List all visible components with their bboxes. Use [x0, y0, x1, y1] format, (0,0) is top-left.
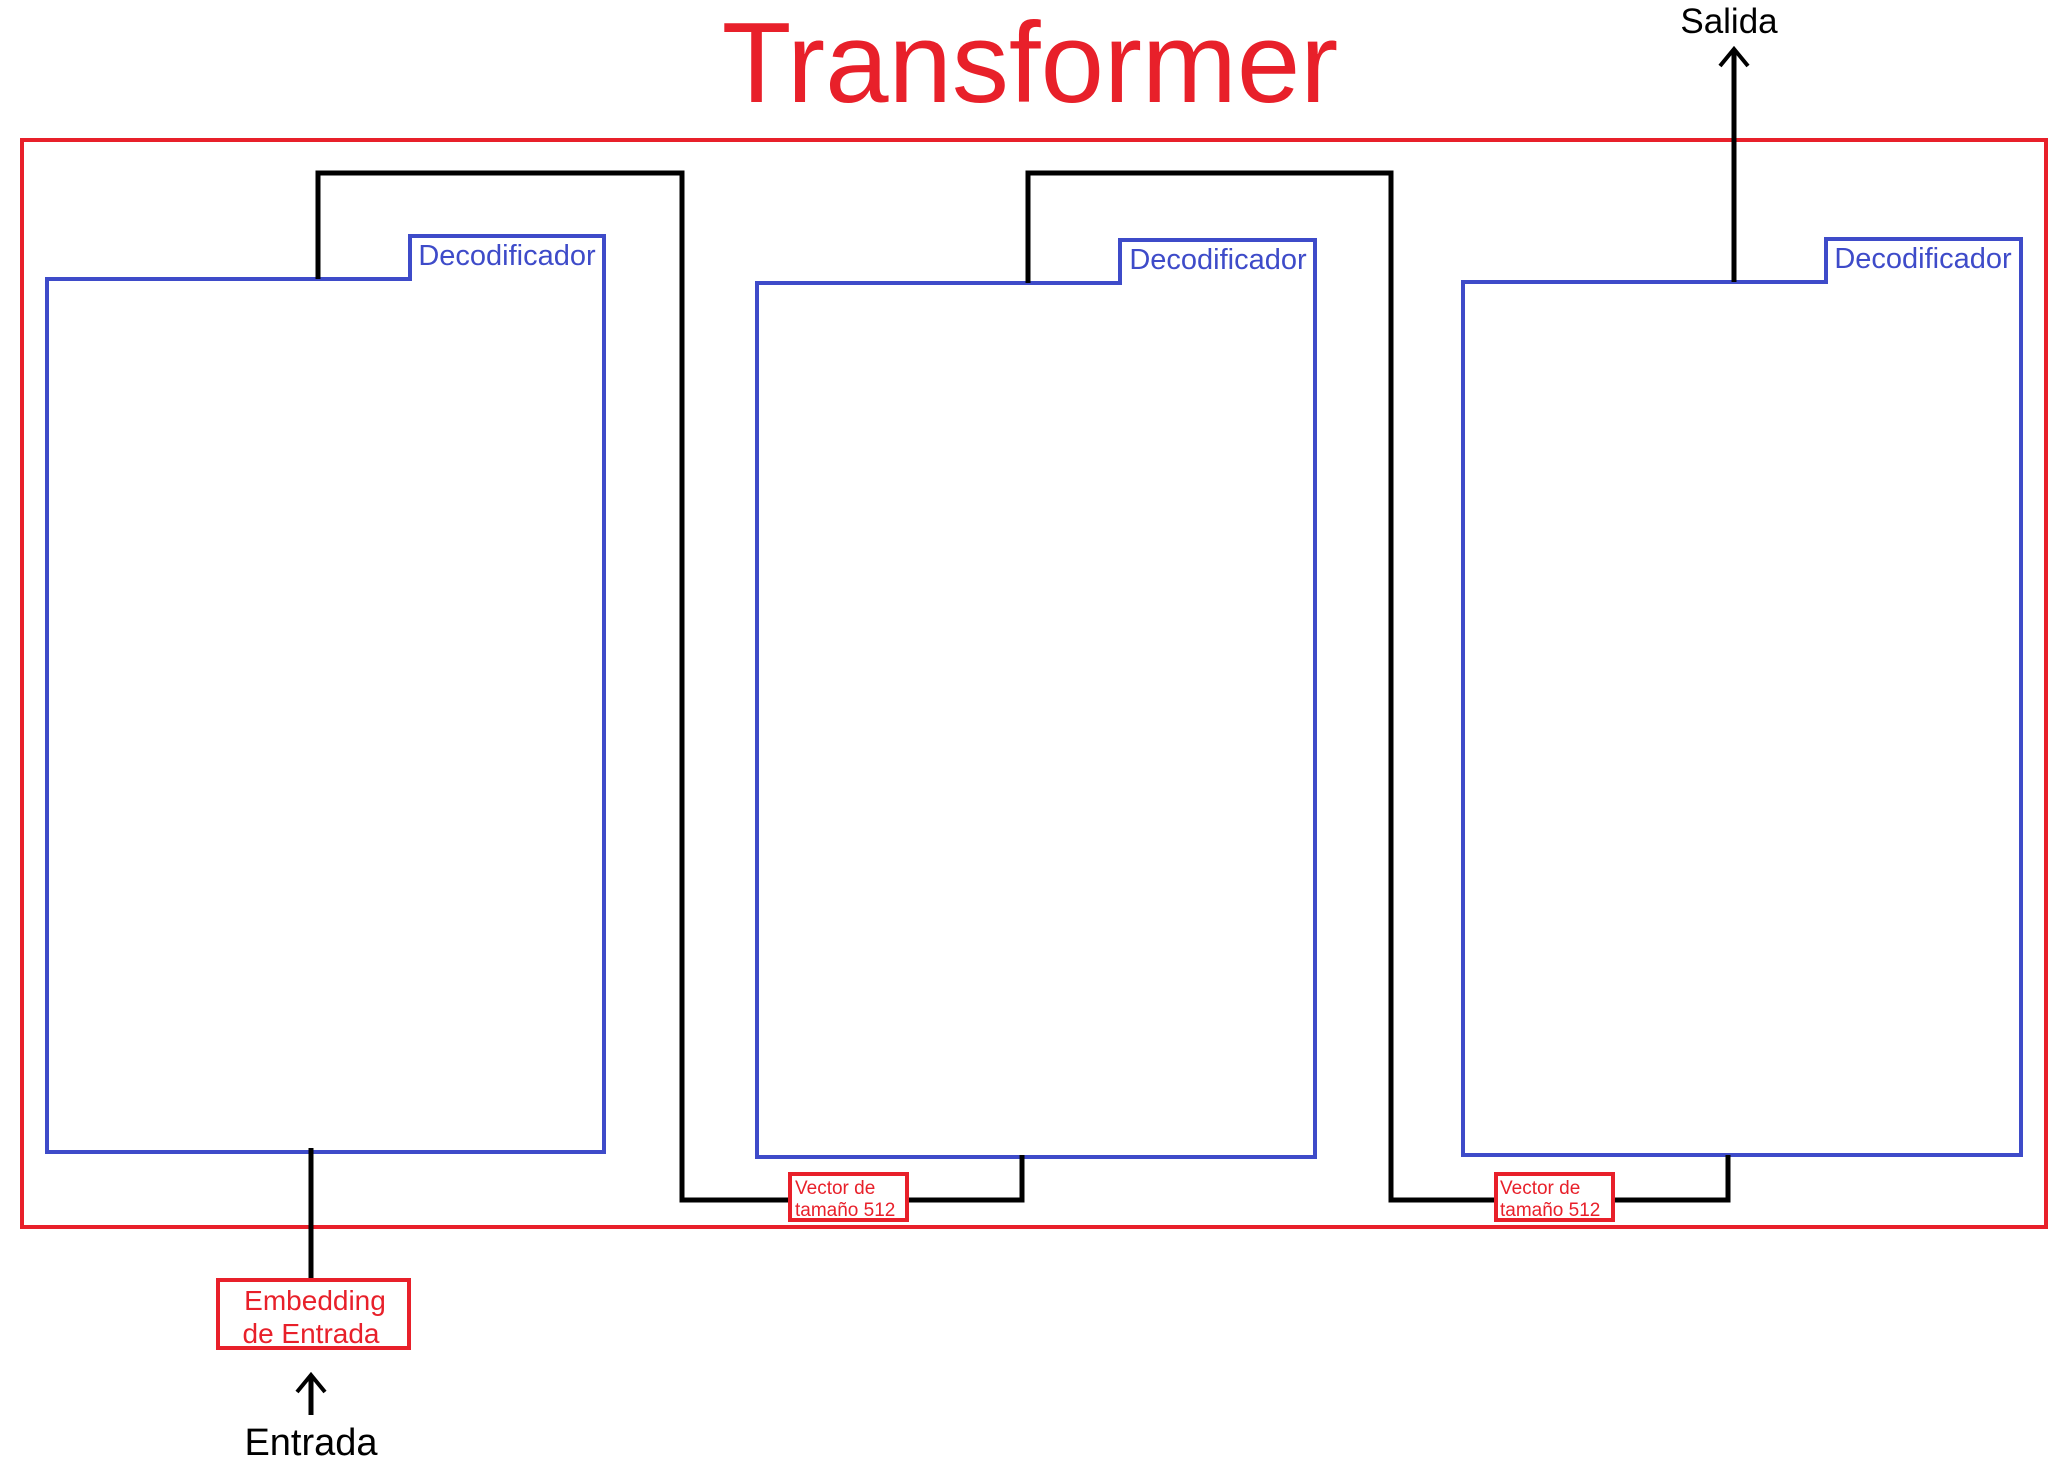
- connector-decoder1-to-decoder2: [315, 170, 1025, 1203]
- decoder-label-3: Decodificador: [1834, 243, 2012, 275]
- decoder-block-3: [1461, 237, 2023, 1157]
- input-label: Entrada: [244, 1422, 378, 1464]
- transformer-frame: [20, 138, 2048, 1229]
- decoder-block-2: [755, 238, 1317, 1159]
- input-arrow-icon: [295, 1371, 327, 1394]
- decoder-block-1: [45, 234, 606, 1154]
- vector-label-box-2: [1494, 1172, 1615, 1222]
- vector-label-2-line1: Vector de: [1500, 1178, 1580, 1199]
- vector-label-1-line1: Vector de: [795, 1178, 875, 1199]
- embedding-label-line2: de Entrada: [243, 1318, 380, 1349]
- output-label: Salida: [1680, 2, 1778, 41]
- diagram-title: Transformer: [722, 0, 1339, 127]
- output-arrow-icon: [1718, 45, 1750, 68]
- vector-label-1-line2: tamaño 512: [795, 1200, 895, 1221]
- embedding-label-line1: Embedding: [244, 1285, 386, 1316]
- vector-label-2-line2: tamaño 512: [1500, 1200, 1600, 1221]
- decoder-label-1: Decodificador: [418, 240, 596, 272]
- decoder-label-2: Decodificador: [1129, 244, 1307, 276]
- vector-label-box-1: [788, 1172, 909, 1222]
- embedding-box: [216, 1278, 411, 1350]
- connector-decoder2-to-decoder3: [1025, 170, 1731, 1203]
